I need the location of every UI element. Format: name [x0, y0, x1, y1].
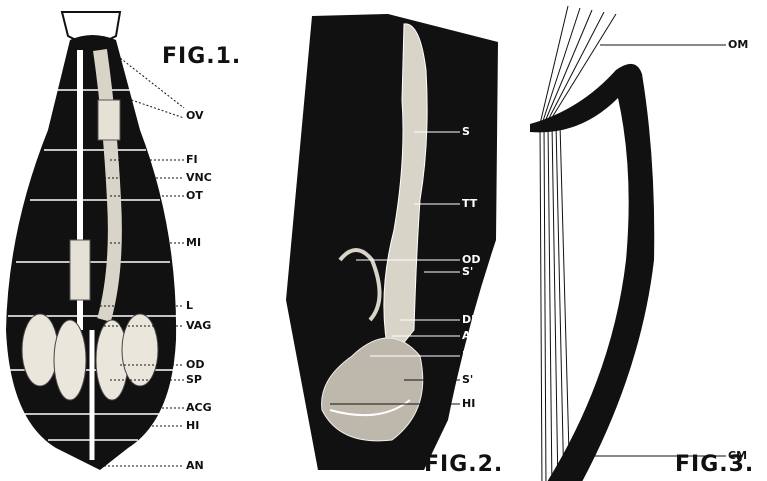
fig2-title: FIG.2. — [424, 452, 503, 477]
fig1-label-an: AN — [186, 460, 204, 472]
fig2-label-s: S — [462, 126, 470, 138]
fig3-label-cm: CM — [728, 450, 747, 462]
fig1-label-vag: VAG — [186, 320, 211, 332]
fig1-label-hi: HI — [186, 420, 199, 432]
fig2-label-hi: HI — [462, 398, 475, 410]
fig3-label-om: OM — [728, 39, 748, 51]
fig3-drawing — [530, 6, 726, 481]
fig2-label-tt: TT — [462, 198, 477, 210]
fig1-label-vnc: VNC — [186, 172, 212, 184]
fig2-label-dp: DP — [462, 314, 479, 326]
fig1-label-od: OD — [186, 359, 204, 371]
fig1-label-ov: OV — [186, 110, 204, 122]
fig1-label-ot: OT — [186, 190, 203, 202]
fig1-label-l: L — [186, 300, 193, 312]
fig1-label-fi: FI — [186, 154, 198, 166]
fig1-label-sp: SP — [186, 374, 202, 386]
fig2-label-acg: ACG — [462, 330, 488, 342]
fig1-label-acg: ACG — [186, 402, 212, 414]
fig2-label-s-prime: S' — [462, 266, 473, 278]
fig2-label-s-lower: S' — [462, 374, 473, 386]
fig2-label-m: M — [462, 350, 473, 362]
fig1-label-mi: MI — [186, 237, 201, 249]
fig1-title: FIG.1. — [162, 44, 241, 69]
fig1-drawing — [6, 12, 184, 470]
